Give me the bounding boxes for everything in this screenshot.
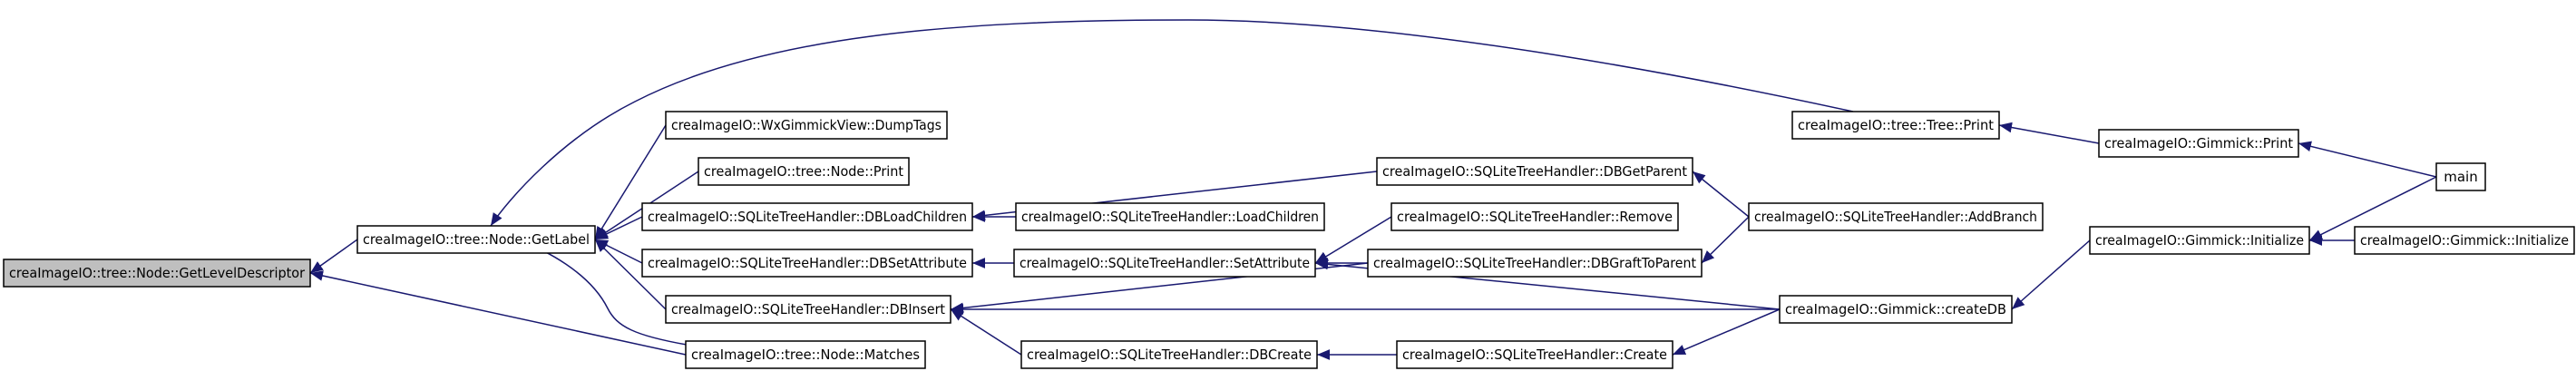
node-label: creaImageIO::SQLiteTreeHandler::DBSetAtt… <box>648 255 967 271</box>
node-main[interactable]: main <box>2435 162 2486 191</box>
node-box[interactable] <box>1748 202 2044 231</box>
node-label: creaImageIO::tree::Node::Print <box>704 163 903 180</box>
node-box[interactable] <box>2354 226 2575 255</box>
node-gimmickPrint[interactable]: creaImageIO::Gimmick::Print <box>2098 129 2299 158</box>
node-box[interactable] <box>356 225 596 254</box>
node-box[interactable] <box>2089 226 2310 255</box>
node-label: creaImageIO::Gimmick::Print <box>2104 135 2293 151</box>
node-remove[interactable]: creaImageIO::SQLiteTreeHandler::Remove <box>1390 202 1679 231</box>
node-box[interactable] <box>1791 111 2000 140</box>
node-gimmickInitialize[interactable]: creaImageIO::Gimmick::Initialize <box>2089 226 2310 255</box>
edge-gimmickInitialize-to-createDB <box>2011 239 2091 310</box>
node-box[interactable] <box>1376 157 1693 186</box>
node-label: main <box>2444 169 2477 185</box>
node-label: creaImageIO::tree::Tree::Print <box>1798 117 1994 133</box>
node-box[interactable] <box>1390 202 1679 231</box>
edge-treePrint-to-getLabel <box>490 19 1854 227</box>
node-box[interactable] <box>665 295 951 324</box>
node-box[interactable] <box>1396 340 1673 369</box>
node-label: creaImageIO::SQLiteTreeHandler::Remove <box>1397 209 1673 225</box>
edge-main-to-gimmickPrint <box>2298 141 2437 178</box>
node-box[interactable] <box>1015 202 1325 231</box>
node-dbLoadChildren[interactable]: creaImageIO::SQLiteTreeHandler::DBLoadCh… <box>641 202 973 231</box>
node-layer: creaImageIO::tree::Node::GetLevelDescrip… <box>3 111 2575 369</box>
node-addBranch[interactable]: creaImageIO::SQLiteTreeHandler::AddBranc… <box>1748 202 2044 231</box>
node-label: creaImageIO::SQLiteTreeHandler::SetAttri… <box>1020 255 1310 271</box>
edge-dbSetAttribute-to-getLabel <box>594 239 643 264</box>
node-dbSetAttribute[interactable]: creaImageIO::SQLiteTreeHandler::DBSetAtt… <box>641 249 973 278</box>
node-box[interactable] <box>1779 295 2013 324</box>
edge-dumpTags-to-getLabel <box>594 124 667 240</box>
node-label: creaImageIO::WxGimmickView::DumpTags <box>671 117 942 133</box>
edge-dbCreate-to-dbInsert <box>950 308 1022 356</box>
node-createDB[interactable]: creaImageIO::Gimmick::createDB <box>1779 295 2013 324</box>
node-box[interactable] <box>685 340 926 369</box>
node-box[interactable] <box>2435 162 2486 191</box>
node-box[interactable] <box>3 259 311 288</box>
node-getLevelDescriptor[interactable]: creaImageIO::tree::Node::GetLevelDescrip… <box>3 259 311 288</box>
edge-remove-to-setAttribute <box>1314 216 1392 264</box>
node-dumpTags[interactable]: creaImageIO::WxGimmickView::DumpTags <box>665 111 948 140</box>
node-loadChildren[interactable]: creaImageIO::SQLiteTreeHandler::LoadChil… <box>1015 202 1325 231</box>
edge-main-to-gimmickInitialize <box>2308 176 2437 241</box>
node-nodePrint[interactable]: creaImageIO::tree::Node::Print <box>698 157 910 186</box>
node-dbGetParent[interactable]: creaImageIO::SQLiteTreeHandler::DBGetPar… <box>1376 157 1693 186</box>
edge-dbLoadChildren-to-getLabel <box>594 216 643 240</box>
node-dbGraftToParent[interactable]: creaImageIO::SQLiteTreeHandler::DBGraftT… <box>1367 249 1703 278</box>
node-label: creaImageIO::Gimmick::createDB <box>1785 301 2006 317</box>
node-box[interactable] <box>1013 249 1316 278</box>
node-box[interactable] <box>1020 340 1318 369</box>
node-label: creaImageIO::tree::Node::GetLabel <box>363 231 590 248</box>
node-label: creaImageIO::SQLiteTreeHandler::DBInsert <box>671 301 945 317</box>
node-label: creaImageIO::Gimmick::Initialize <box>2095 232 2304 249</box>
edge-getLabel-to-getLevelDescriptor <box>309 239 358 274</box>
edge-layer <box>309 19 2437 360</box>
node-box[interactable] <box>665 111 948 140</box>
node-box[interactable] <box>698 157 910 186</box>
node-create[interactable]: creaImageIO::SQLiteTreeHandler::Create <box>1396 340 1673 369</box>
node-getLabel[interactable]: creaImageIO::tree::Node::GetLabel <box>356 225 596 254</box>
node-label: creaImageIO::SQLiteTreeHandler::AddBranc… <box>1754 209 2037 225</box>
node-label: creaImageIO::Gimmick::Initialize <box>2360 232 2569 249</box>
edge-dbInsert-to-getLabel <box>594 239 667 310</box>
node-matches[interactable]: creaImageIO::tree::Node::Matches <box>685 340 926 369</box>
node-dbInsert[interactable]: creaImageIO::SQLiteTreeHandler::DBInsert <box>665 295 951 324</box>
node-label: creaImageIO::SQLiteTreeHandler::DBGetPar… <box>1382 163 1687 180</box>
node-box[interactable] <box>2098 129 2299 158</box>
node-gimmickInitialize2[interactable]: creaImageIO::Gimmick::Initialize <box>2354 226 2575 255</box>
edge-createDB-to-create <box>1672 308 1781 356</box>
node-dbCreate[interactable]: creaImageIO::SQLiteTreeHandler::DBCreate <box>1020 340 1318 369</box>
node-label: creaImageIO::tree::Node::Matches <box>691 347 920 363</box>
edge-gimmickPrint-to-treePrint <box>1998 122 2100 144</box>
node-label: creaImageIO::SQLiteTreeHandler::DBGraftT… <box>1373 255 1696 271</box>
node-label: creaImageIO::SQLiteTreeHandler::DBCreate <box>1027 347 1312 363</box>
node-box[interactable] <box>1367 249 1703 278</box>
node-label: creaImageIO::SQLiteTreeHandler::Create <box>1402 347 1667 363</box>
edge-matches-to-getLevelDescriptor <box>309 270 687 356</box>
node-label: creaImageIO::SQLiteTreeHandler::DBLoadCh… <box>648 209 967 225</box>
edge-addBranch-to-dbGetParent <box>1692 171 1750 218</box>
node-label: creaImageIO::SQLiteTreeHandler::LoadChil… <box>1021 209 1319 225</box>
node-setAttribute[interactable]: creaImageIO::SQLiteTreeHandler::SetAttri… <box>1013 249 1316 278</box>
node-box[interactable] <box>641 249 973 278</box>
node-treePrint[interactable]: creaImageIO::tree::Tree::Print <box>1791 111 2000 140</box>
node-box[interactable] <box>641 202 973 231</box>
node-label: creaImageIO::tree::Node::GetLevelDescrip… <box>9 265 306 281</box>
edge-addBranch-to-dbGraftToParent <box>1701 216 1750 264</box>
